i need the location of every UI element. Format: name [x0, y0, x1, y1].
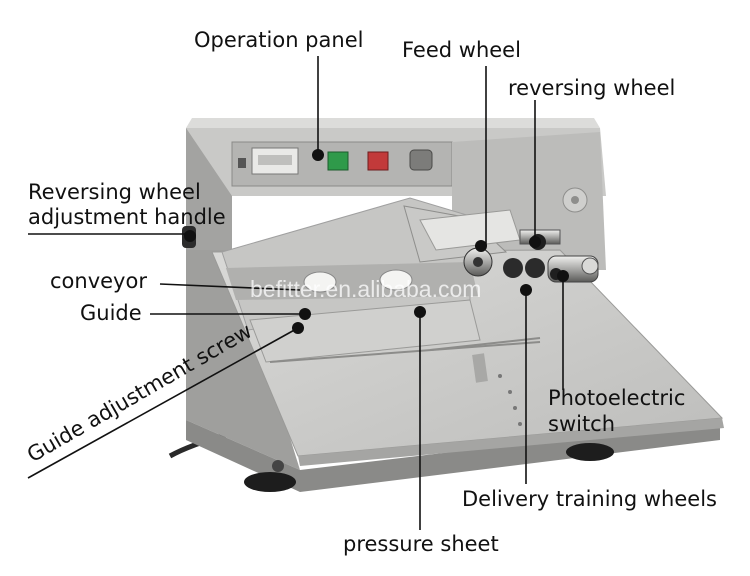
panel-switch	[238, 158, 246, 168]
red-button	[367, 151, 389, 171]
label-reversing-handle-line2: adjustment handle	[28, 205, 226, 229]
label-guide: Guide	[80, 301, 142, 325]
dot-guide	[299, 308, 311, 320]
label-photoelectric-line1: Photoelectric	[548, 386, 686, 410]
dot-pressure-sheet	[414, 306, 426, 318]
dot-feed-wheel	[475, 240, 487, 252]
label-delivery-training-wheels: Delivery training wheels	[462, 487, 717, 511]
base-screw	[272, 460, 284, 472]
label-feed-wheel: Feed wheel	[402, 38, 521, 62]
dot-photoelectric	[557, 270, 569, 282]
dot-reversing-handle	[184, 230, 196, 242]
counter-digits	[258, 155, 292, 165]
callout-guide-screw	[27, 327, 299, 479]
label-reversing-handle-line1: Reversing wheel	[28, 180, 201, 204]
foot-left	[244, 472, 296, 492]
conveyor-wheel-1	[303, 271, 337, 293]
label-reversing-wheel: reversing wheel	[508, 76, 676, 100]
dot-delivery-wheels	[520, 284, 532, 296]
operation-panel	[231, 141, 453, 187]
green-button	[327, 151, 349, 171]
black-roller	[503, 258, 523, 278]
conveyor-wheel-2	[379, 269, 413, 291]
dot-reversing-wheel	[529, 236, 541, 248]
callout-conveyor	[159, 283, 301, 291]
foot-right	[566, 443, 614, 461]
panel-knob	[409, 149, 433, 171]
label-operation-panel: Operation panel	[194, 28, 364, 52]
label-conveyor: conveyor	[50, 269, 147, 293]
dot-guide-screw	[292, 322, 304, 334]
guide-slot	[472, 353, 488, 383]
watermark: befitter.en.alibaba.com	[250, 276, 482, 302]
dot-operation-panel	[312, 149, 324, 161]
callout-lines	[27, 56, 564, 530]
callout-dots	[184, 149, 569, 334]
label-pressure-sheet: pressure sheet	[343, 532, 499, 556]
label-photoelectric-line2: switch	[548, 412, 616, 436]
